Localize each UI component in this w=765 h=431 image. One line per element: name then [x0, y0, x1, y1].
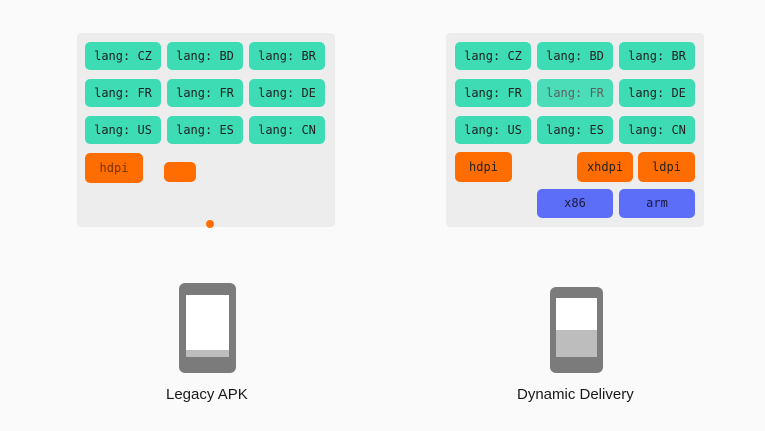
- lang-chip-de: lang: DE: [619, 79, 695, 107]
- lang-chip-bd: lang: BD: [167, 42, 243, 70]
- dpi-chip-hdpi: hdpi: [455, 152, 512, 182]
- lang-chip-cz: lang: CZ: [85, 42, 161, 70]
- lang-chip-cn: lang: CN: [249, 116, 325, 144]
- lang-chip-es: lang: ES: [537, 116, 613, 144]
- dpi-chip-hdpi: hdpi: [85, 153, 143, 183]
- legacy-phone-icon: [179, 283, 236, 373]
- dynamic-delivery-panel: lang: CZ lang: BD lang: BR lang: FR lang…: [446, 33, 704, 227]
- abi-chip-x86: x86: [537, 189, 613, 218]
- lang-chip-us: lang: US: [455, 116, 531, 144]
- dynamic-phone-screen: [556, 298, 597, 357]
- legacy-apk-panel: lang: CZ lang: BD lang: BR lang: FR lang…: [77, 33, 335, 227]
- lang-chip-fr: lang: FR: [85, 79, 161, 107]
- dpi-chip-xhdpi: xhdpi: [577, 152, 633, 182]
- legacy-phone-screen: [186, 295, 229, 357]
- lang-chip-bd: lang: BD: [537, 42, 613, 70]
- dynamic-phone-icon: [550, 287, 603, 373]
- dpi-chip-moving: [164, 162, 196, 182]
- legacy-phone-fill: [186, 350, 229, 357]
- abi-chip-arm: arm: [619, 189, 695, 218]
- lang-chip-fr-2: lang: FR: [167, 79, 243, 107]
- dynamic-phone-fill: [556, 330, 597, 357]
- lang-chip-cz: lang: CZ: [455, 42, 531, 70]
- moving-dot-icon: [206, 220, 214, 228]
- legacy-apk-caption: Legacy APK: [166, 386, 248, 403]
- lang-chip-de: lang: DE: [249, 79, 325, 107]
- lang-chip-br: lang: BR: [619, 42, 695, 70]
- lang-chip-br: lang: BR: [249, 42, 325, 70]
- lang-chip-cn: lang: CN: [619, 116, 695, 144]
- lang-chip-es: lang: ES: [167, 116, 243, 144]
- dynamic-delivery-caption: Dynamic Delivery: [517, 386, 634, 403]
- lang-chip-fr: lang: FR: [455, 79, 531, 107]
- dpi-chip-ldpi: ldpi: [638, 152, 695, 182]
- lang-chip-fr-2: lang: FR: [537, 79, 613, 107]
- lang-chip-us: lang: US: [85, 116, 161, 144]
